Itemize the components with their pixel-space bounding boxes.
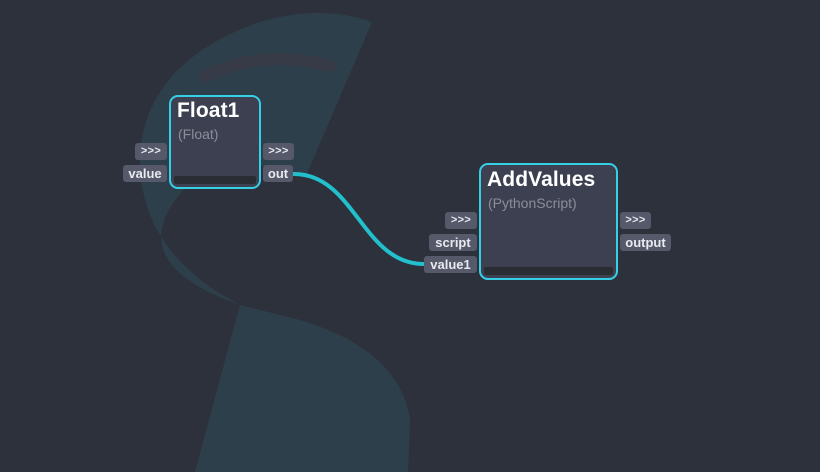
addvalues-output-output-port[interactable]: output [620, 234, 671, 251]
addvalues-value1-input-port[interactable]: value1 [424, 256, 477, 273]
node-addvalues-title: AddValues [487, 168, 596, 191]
addvalues-script-input-port[interactable]: script [429, 234, 477, 251]
node-addvalues-footer [484, 267, 613, 275]
float1-out-output-port[interactable]: out [263, 165, 293, 182]
float1-value-input-port[interactable]: value [123, 165, 167, 182]
float1-exec-output-port[interactable]: >>> [263, 143, 294, 160]
float1-exec-input-port[interactable]: >>> [135, 143, 167, 160]
node-float1-title: Float1 [177, 99, 240, 122]
node-float1-footer [174, 176, 256, 184]
node-float1-type: (Float) [178, 126, 219, 142]
node-float1[interactable]: Float1 (Float) [169, 95, 261, 189]
node-addvalues[interactable]: AddValues (PythonScript) [479, 163, 618, 280]
addvalues-exec-input-port[interactable]: >>> [445, 212, 477, 229]
addvalues-exec-output-port[interactable]: >>> [620, 212, 651, 229]
node-addvalues-type: (PythonScript) [488, 195, 577, 211]
